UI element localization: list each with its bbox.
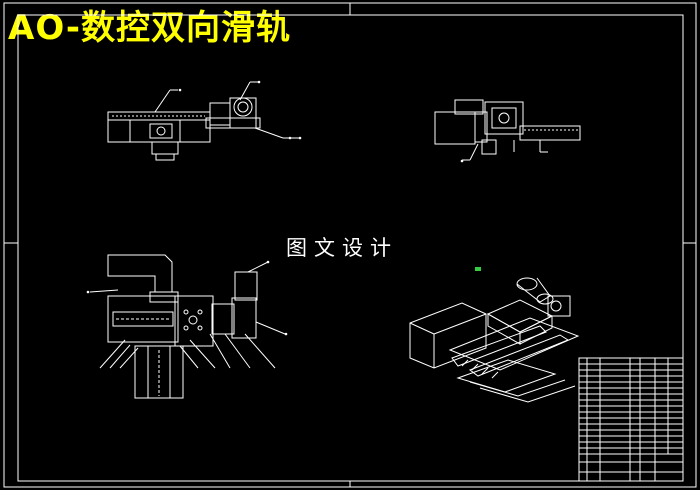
center-marks	[4, 3, 696, 487]
front-view	[107, 81, 300, 161]
isometric-view	[409, 277, 580, 403]
green-marker	[475, 267, 481, 271]
top-view	[89, 254, 286, 399]
center-watermark-label: 图文设计	[286, 236, 398, 260]
side-view	[434, 99, 581, 161]
leader-dots	[86, 80, 464, 336]
inner-frame	[17, 14, 684, 482]
outer-border	[3, 2, 697, 488]
title-block	[578, 357, 684, 482]
